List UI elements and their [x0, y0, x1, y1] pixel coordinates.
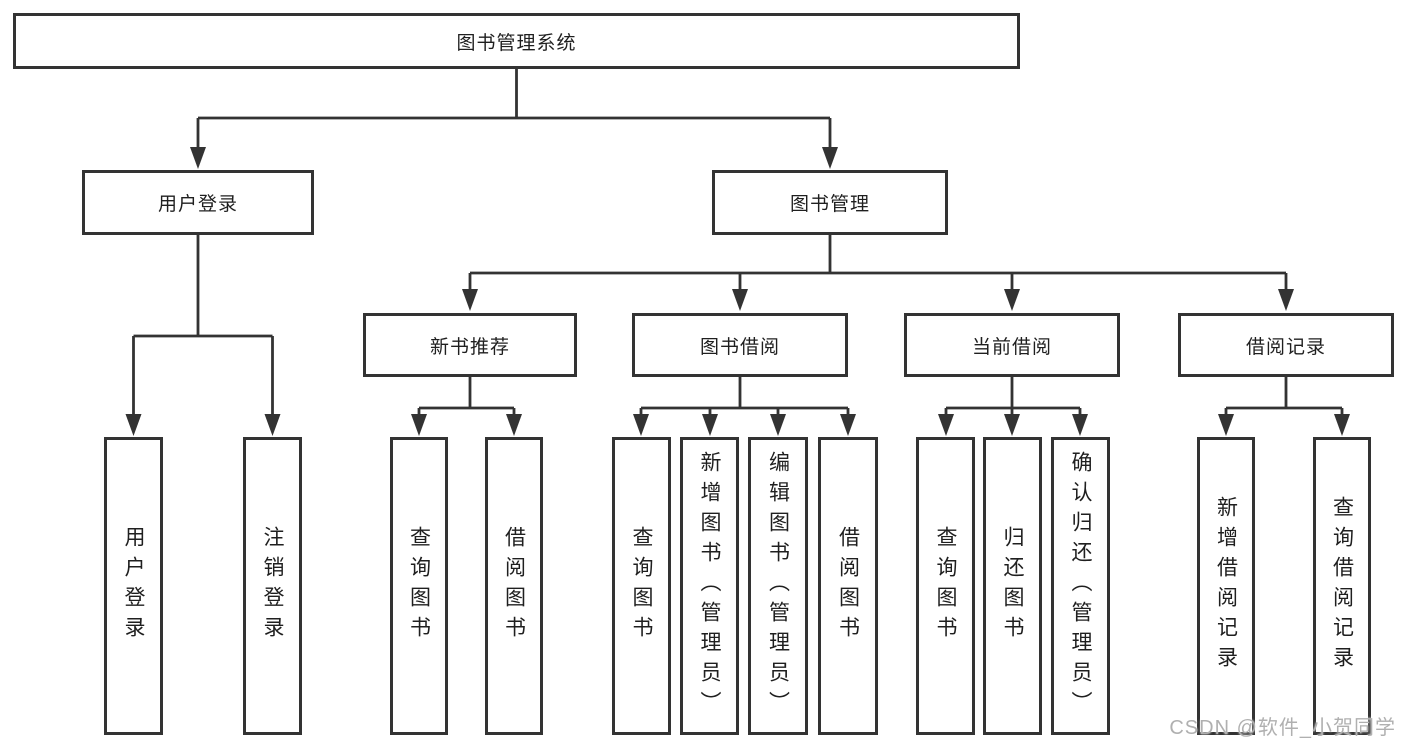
leaf-logout: 注销登录 — [243, 437, 302, 735]
node-current-borrow: 当前借阅 — [904, 313, 1120, 377]
leaf-query-book-2: 查询图书 — [612, 437, 671, 735]
leaf-return-book: 归还图书 — [983, 437, 1042, 735]
node-new-book-recommend: 新书推荐 — [363, 313, 577, 377]
leaf-add-book-admin: 新增图书（管理员） — [680, 437, 739, 735]
leaf-borrow-book-2: 借阅图书 — [818, 437, 878, 735]
leaf-query-borrow-record: 查询借阅记录 — [1313, 437, 1371, 735]
node-book-borrow: 图书借阅 — [632, 313, 848, 377]
leaf-edit-book-admin: 编辑图书（管理员） — [748, 437, 808, 735]
arrowheads — [125, 147, 1350, 436]
leaf-query-book-1: 查询图书 — [390, 437, 448, 735]
leaf-user-login: 用户登录 — [104, 437, 163, 735]
leaf-confirm-return-admin: 确认归还（管理员） — [1051, 437, 1110, 735]
leaf-borrow-book-1: 借阅图书 — [485, 437, 543, 735]
csdn-watermark: CSDN @软件_小贺同学 — [1169, 717, 1396, 739]
node-book-management: 图书管理 — [712, 170, 948, 235]
node-user-login: 用户登录 — [82, 170, 314, 235]
leaf-query-book-3: 查询图书 — [916, 437, 975, 735]
leaf-add-borrow-record: 新增借阅记录 — [1197, 437, 1255, 735]
node-root: 图书管理系统 — [13, 13, 1020, 69]
node-borrow-records: 借阅记录 — [1178, 313, 1394, 377]
